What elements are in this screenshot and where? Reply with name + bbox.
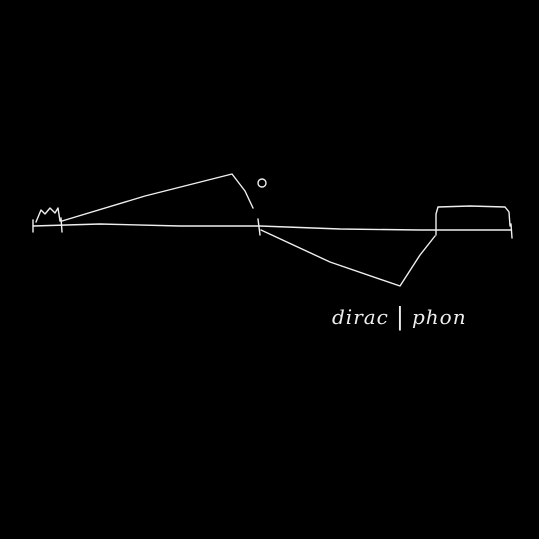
descending-diagonal: [261, 230, 435, 286]
small-circle: [258, 179, 266, 187]
left-bracket-shape: [36, 208, 60, 222]
caption-right: phon: [412, 305, 467, 329]
horizontal-axis-line: [33, 224, 511, 230]
center-tick: [258, 219, 260, 235]
caption-text: dirac | phon: [332, 303, 467, 331]
caption-separator: |: [396, 303, 405, 331]
right-end-tick: [511, 224, 512, 238]
rising-diagonal: [62, 174, 253, 221]
caption-left: dirac: [332, 305, 389, 329]
left-tick: [61, 218, 62, 232]
